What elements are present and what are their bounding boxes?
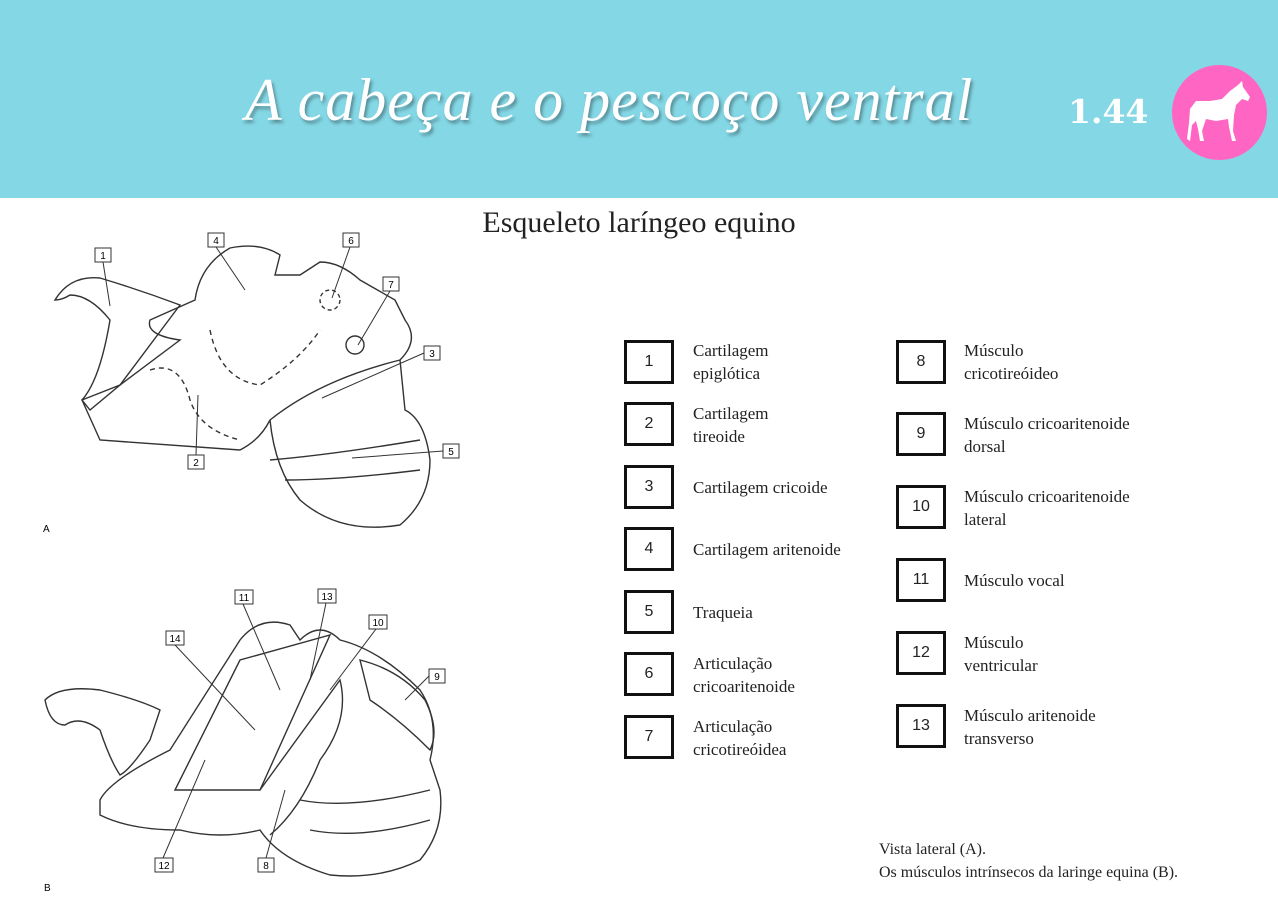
svg-text:4: 4 [213,236,219,247]
svg-text:1: 1 [100,251,106,262]
label-b-9: 9 [428,668,446,684]
label-b-8: 8 [257,857,275,873]
svg-text:9: 9 [434,672,440,683]
legend-text: Cartilagem cricoide [693,478,828,497]
diagram-subtitle: Esqueleto laríngeo equino [482,206,796,239]
horse-icon [1187,81,1250,141]
label-a-2: 2 [187,454,205,470]
legend-number: 2 [624,402,674,446]
figure-b-leader-lines [162,602,430,859]
svg-text:10: 10 [372,618,384,629]
legend-number: 7 [624,715,674,759]
label-b-11: 11 [234,589,254,605]
label-a-4: 4 [207,232,225,248]
label-b-10: 10 [368,614,388,630]
svg-text:11: 11 [239,593,250,604]
legend-number: 10 [896,485,946,529]
label-a-7: 7 [382,276,400,292]
page-title: A cabeça e o pescoço ventral [245,67,974,133]
legend-text: Cartilagem epiglótica [693,341,769,383]
label-a-5: 5 [442,443,460,459]
legend-number: 6 [624,652,674,696]
legend-text: Músculo ventricular [964,633,1038,675]
legend-number: 8 [896,340,946,384]
legend-text: Cartilagem aritenoide [693,540,841,559]
figure-caption: Vista lateral (A). Os músculos intrínsec… [879,838,1269,884]
legend-number: 1 [624,340,674,384]
legend-text: Músculo vocal [964,571,1065,590]
svg-text:5: 5 [448,447,454,458]
page-number: 1.44 [1068,92,1149,131]
label-b-12: 12 [154,857,174,873]
legend-number: 4 [624,527,674,571]
legend-number: 9 [896,412,946,456]
caption-line-1: Vista lateral (A). [879,841,986,858]
svg-text:6: 6 [348,236,354,247]
svg-text:7: 7 [388,280,394,291]
figure-a-leader-lines [102,246,444,459]
figure-b-letter: B [44,883,51,894]
svg-text:8: 8 [263,861,269,872]
header-banner: A cabeça e o pescoço ventral 1.44 [0,0,1278,198]
legend-text: Articulação cricotireóidea [693,717,787,759]
larynx-illustration: 1 4 6 7 3 5 2 A 11 13 10 14 9 12 8 B [43,232,460,894]
label-a-1: 1 [94,247,112,263]
legend-number: 11 [896,558,946,602]
horse-badge [1172,65,1267,160]
legend-text: Músculo aritenoide transverso [964,706,1096,748]
figure-labels: 1 4 6 7 3 5 2 A 11 13 10 14 9 12 8 B [43,232,460,894]
legend-number: 5 [624,590,674,634]
legend-number: 12 [896,631,946,675]
label-b-14: 14 [165,630,185,646]
figure-a-letter: A [43,524,50,535]
legend-text: Músculo cricoaritenoide lateral [964,487,1130,529]
legend-number: 13 [896,704,946,748]
legend-number: 3 [624,465,674,509]
legend-text: Articulação cricoaritenoide [693,654,795,696]
legend-text: Músculo cricoaritenoide dorsal [964,414,1130,456]
figure-b-drawing [44,621,442,877]
svg-text:12: 12 [158,861,170,872]
figure-a-drawing [53,245,431,528]
caption-line-2: Os músculos intrínsecos da laringe equin… [879,864,1179,881]
svg-text:14: 14 [169,634,181,645]
label-a-3: 3 [423,345,441,361]
svg-text:3: 3 [429,349,435,360]
legend-text: Traqueia [693,603,753,622]
svg-text:2: 2 [193,458,199,469]
label-a-6: 6 [342,232,360,248]
legend-text: Músculo cricotireóideo [964,341,1059,383]
label-b-13: 13 [317,588,337,604]
legend-text: Cartilagem tireoide [693,404,769,446]
svg-text:13: 13 [321,592,333,603]
